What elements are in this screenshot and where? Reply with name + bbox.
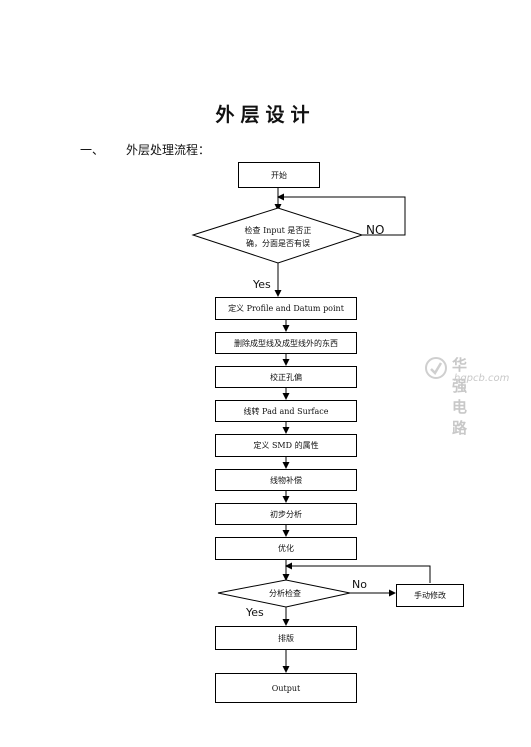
output-node: Output <box>215 673 357 703</box>
arrow-no-loop <box>277 193 406 236</box>
section-heading: 一、 外层处理流程： <box>80 141 210 158</box>
watermark-name: 华强电路 <box>452 356 469 437</box>
page-title: 外层设计 <box>215 104 316 126</box>
no-label-top: NO <box>366 223 385 237</box>
watermark-logo-icon <box>425 357 447 379</box>
check-input-label: 检查 Input 是否正 确，分面是否有误 <box>218 224 338 250</box>
watermark: 华强电路 hqpcb.com <box>424 356 509 437</box>
step-define-smd: 定义 SMD 的属性 <box>215 434 357 457</box>
start-node: 开始 <box>238 162 320 188</box>
analysis-check-label: 分析检查 <box>269 589 301 598</box>
step-delete-outline: 删除成型线及成型线外的东西 <box>215 332 357 354</box>
watermark-url: hqpcb.com <box>454 373 510 384</box>
step-initial-analysis: 初步分析 <box>215 503 357 525</box>
section-label: 外层处理流程： <box>126 143 211 157</box>
step-line-to-pad: 线转 Pad and Surface <box>215 400 357 422</box>
decision-check-input <box>191 207 364 264</box>
check-input-line1: 检查 Input 是否正 <box>244 226 312 235</box>
arrow-manual-loop <box>285 562 431 583</box>
manual-fix-node: 手动修改 <box>396 584 464 607</box>
step-correct-holes: 校正孔偏 <box>215 366 357 388</box>
decision-analysis-check <box>217 579 351 608</box>
step-define-profile: 定义 Profile and Datum point <box>215 297 357 320</box>
step-layout: 排版 <box>215 626 357 650</box>
section-number: 一、 <box>80 143 105 157</box>
yes-label-bottom: Yes <box>246 606 264 619</box>
step-optimize: 优化 <box>215 537 357 560</box>
no-label-bottom: No <box>352 578 367 591</box>
step-compensation: 线物补偿 <box>215 469 357 491</box>
yes-label-top: Yes <box>253 278 271 291</box>
check-input-line2: 确，分面是否有误 <box>246 239 310 248</box>
